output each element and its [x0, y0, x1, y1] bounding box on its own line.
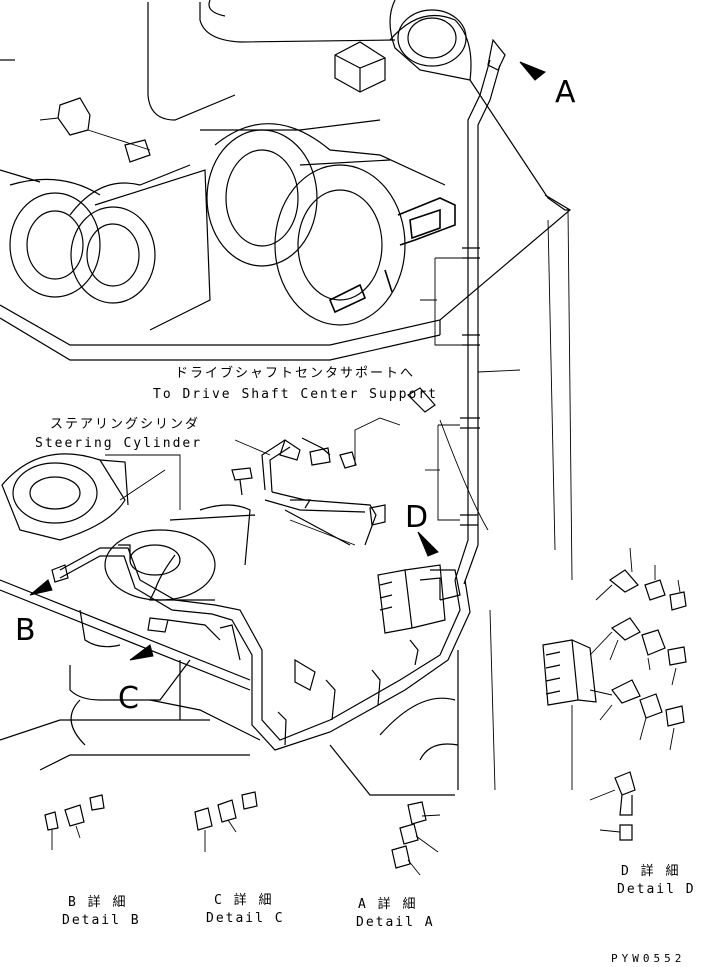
detail-c-en: Detail C — [206, 911, 285, 926]
drive-shaft-en-label: To Drive Shaft Center Support — [153, 387, 438, 402]
detail-d-en: Detail D — [617, 882, 696, 897]
callout-d-letter: D — [405, 500, 428, 535]
drive-shaft-jp-label: ドライブシャフトセンタサポートへ — [175, 365, 415, 381]
detail-b-jp: B 詳 細 — [68, 894, 127, 910]
detail-b-en: Detail B — [62, 913, 141, 928]
detail-b-sketch — [44, 794, 105, 850]
lower-frame — [0, 579, 496, 796]
steering-en-label: Steering Cylinder — [35, 436, 202, 451]
frame-casting — [0, 0, 572, 361]
detail-a-sketch — [391, 801, 441, 876]
steering-jp-label: ステアリングシリンダ — [50, 417, 200, 432]
drive-shaft-leader — [279, 387, 436, 469]
callout-a-letter: A — [555, 75, 576, 110]
callout-c-letter: C — [118, 681, 139, 716]
detail-c-jp: C 詳 細 — [214, 892, 273, 908]
callout-b-letter: B — [15, 613, 36, 648]
lower-hoses — [51, 439, 471, 751]
grease-manifold — [377, 564, 461, 634]
detail-a-en: Detail A — [356, 915, 435, 930]
detail-d-block — [542, 547, 687, 841]
grease-hose-main — [420, 38, 573, 585]
detail-c-sketch — [194, 791, 258, 852]
drawing-code: PYW0552 — [611, 952, 685, 965]
steering-cylinder — [1, 439, 271, 601]
view-arrows — [29, 61, 546, 661]
detail-a-jp: A 詳 細 — [358, 896, 417, 912]
detail-d-jp: D 詳 細 — [621, 863, 680, 879]
